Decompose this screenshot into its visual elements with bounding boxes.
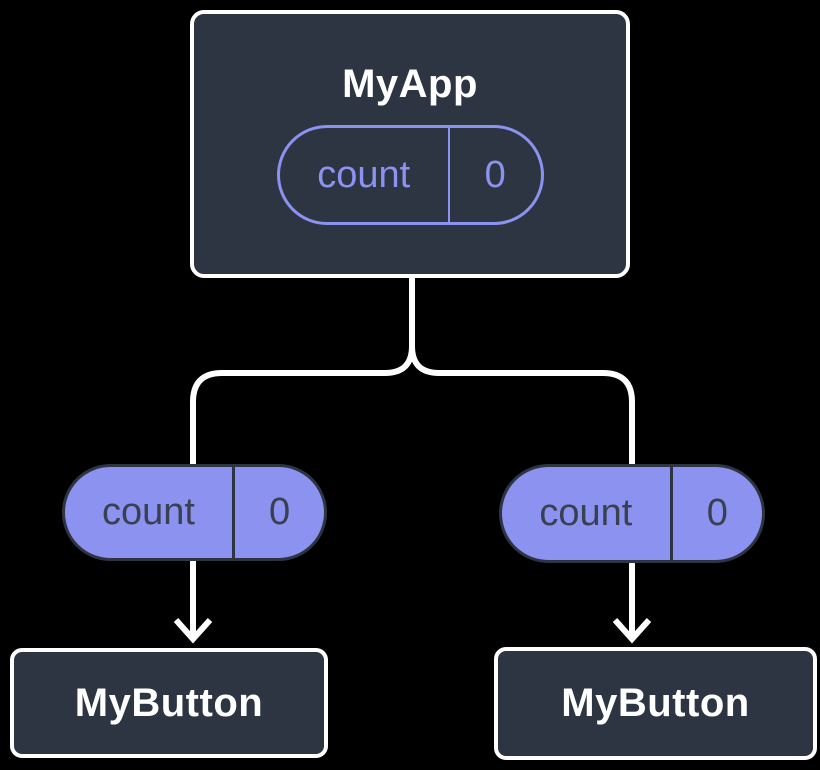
myapp-title: MyApp bbox=[342, 62, 478, 106]
mybutton-left-title: MyButton bbox=[74, 680, 264, 725]
myapp-state-pill: count 0 bbox=[276, 125, 544, 225]
myapp-node: MyApp count 0 bbox=[190, 10, 630, 278]
left-state-pill: count 0 bbox=[62, 464, 327, 561]
mybutton-right-title: MyButton bbox=[561, 681, 750, 725]
state-value: 0 bbox=[484, 153, 506, 196]
state-key-label: count bbox=[502, 467, 673, 560]
state-value: 0 bbox=[706, 492, 728, 534]
connector-right-branch bbox=[409, 278, 635, 465]
connector-left-branch bbox=[190, 278, 415, 465]
arrow-right-head bbox=[612, 617, 652, 644]
right-state-pill: count 0 bbox=[499, 464, 765, 563]
mybutton-right-node: MyButton bbox=[494, 647, 817, 760]
state-key-label: count bbox=[280, 128, 450, 222]
state-key-label: count bbox=[65, 467, 236, 558]
arrow-left-head bbox=[173, 617, 213, 644]
mybutton-left-node: MyButton bbox=[10, 648, 328, 758]
state-value: 0 bbox=[268, 491, 291, 533]
